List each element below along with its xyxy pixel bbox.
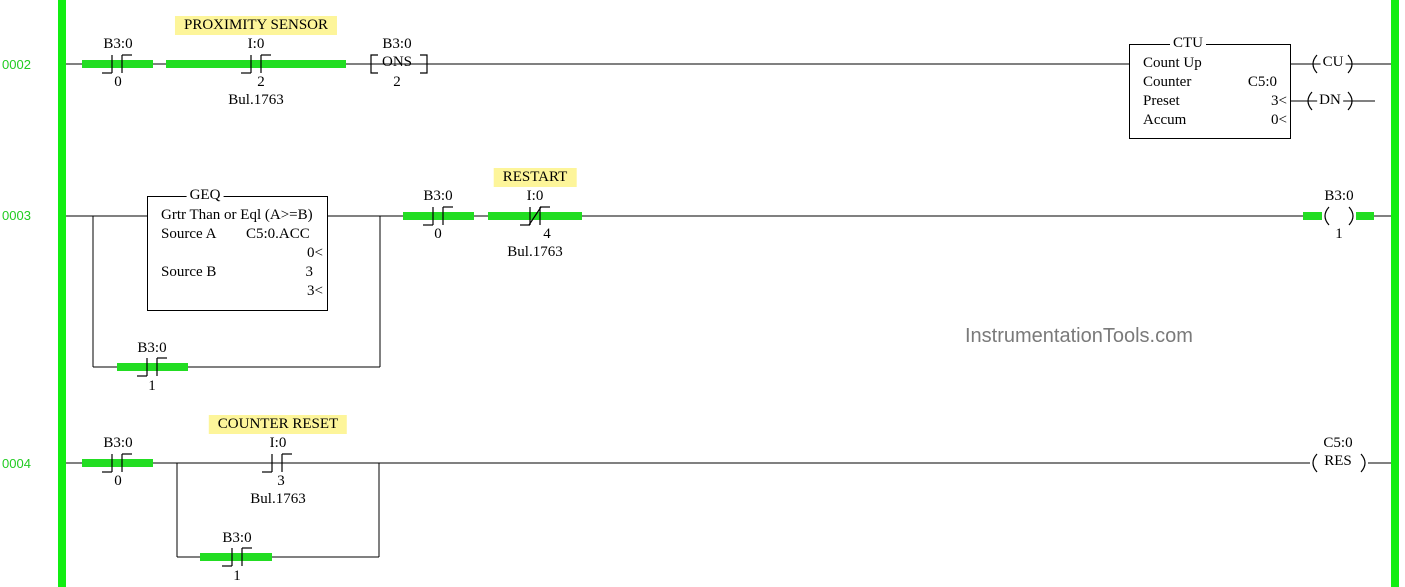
xic-counter-reset[interactable]: I:0 3 Bul.1763 — [240, 435, 316, 511]
module-label: Bul.1763 — [250, 491, 306, 507]
ote-b3-0-bit-1[interactable]: B3:0 1 — [1303, 188, 1375, 244]
rung-0003-contact-restart-slash — [528, 206, 542, 226]
instruction-bit: 2 — [257, 74, 265, 90]
ctu-instruction-block[interactable]: CTU Count Up Counter C5:0 Preset 3< Accu… — [1129, 35, 1291, 139]
instruction-bit: 1 — [233, 568, 241, 584]
rung-number-0002[interactable]: 0002 — [2, 57, 31, 72]
rung-0004-branch-energized-wire — [200, 553, 272, 561]
geq-source-b-value: 3 — [305, 264, 314, 280]
instruction-address: B3:0 — [103, 36, 133, 52]
ctu-preset-value: 3< — [1271, 93, 1287, 109]
rung-number-0003[interactable]: 0003 — [2, 208, 31, 223]
module-label: Bul.1763 — [507, 244, 563, 260]
instruction-address: I:0 — [269, 435, 287, 451]
xic-b3-0-bit-1-branch-rung-0004[interactable]: B3:0 1 — [200, 530, 272, 586]
xic-b3-0-bit-0-rung-0004[interactable]: B3:0 0 — [82, 435, 154, 491]
geq-source-a-live-value: 0< — [307, 245, 323, 261]
rung-0002-energized-wire-1 — [82, 60, 153, 68]
rung-number-0004[interactable]: 0004 — [2, 456, 31, 471]
ctu-title: CTU — [1170, 35, 1206, 52]
xic-b3-0-bit-0-rung-0003[interactable]: B3:0 0 — [403, 188, 475, 244]
rung-0002-dn-coil-left-arc — [1307, 91, 1313, 111]
instruction-bit: 4 — [543, 226, 551, 242]
address-comment-counter-reset: COUNTER RESET — [208, 415, 348, 434]
instruction-address: B3:0 — [382, 36, 412, 52]
rung-0002-ons-left-bracket — [370, 54, 378, 74]
rung-0003-coil-right-arc — [1348, 206, 1354, 226]
ctu-counter-value: C5:0 — [1247, 74, 1277, 90]
xic-b3-0-bit-1-branch-rung-0003[interactable]: B3:0 1 — [117, 340, 189, 396]
ctu-dn-output-label: DN — [1317, 92, 1343, 109]
xic-b3-0-bit-0-rung-0002[interactable]: B3:0 0 — [82, 36, 154, 92]
module-label: Bul.1763 — [228, 92, 284, 108]
instruction-address: B3:0 — [222, 530, 252, 546]
right-power-rail — [1391, 0, 1399, 587]
geq-description: Grtr Than or Eql (A>=B) — [161, 207, 313, 223]
ctu-accum-value: 0< — [1271, 112, 1287, 128]
ctu-accum-label: Accum — [1143, 112, 1187, 128]
geq-source-a-label: Source A — [161, 226, 217, 242]
instruction-bit: 3 — [277, 473, 285, 489]
xio-restart[interactable]: I:0 4 Bul.1763 — [488, 188, 584, 264]
instruction-bit: 0 — [114, 473, 122, 489]
rung-0004-res-coil-right-arc — [1360, 453, 1366, 473]
instruction-bit: 0 — [434, 226, 442, 242]
geq-source-a-value: C5:0.ACC — [246, 226, 310, 242]
geq-title: GEQ — [186, 187, 224, 204]
ons-label: ONS — [381, 54, 413, 70]
geq-instruction-block[interactable]: GEQ Grtr Than or Eql (A>=B) Source A C5:… — [147, 187, 328, 311]
rung-0002-energized-wire-2 — [166, 60, 346, 68]
address-comment-restart: RESTART — [493, 168, 577, 187]
rung-0002-ons-right-bracket — [420, 54, 428, 74]
instruction-address: B3:0 — [423, 188, 453, 204]
instruction-address: C5:0 — [1323, 435, 1353, 451]
instruction-bit: 2 — [393, 74, 401, 90]
rung-0004-energized-wire-1 — [82, 459, 153, 467]
rung-0003-energized-wire-1 — [403, 212, 474, 220]
xic-proximity-sensor[interactable]: I:0 2 Bul.1763 — [220, 36, 300, 112]
instruction-bit: 1 — [1335, 226, 1343, 242]
instruction-address: I:0 — [526, 188, 544, 204]
instruction-bit: 1 — [148, 378, 156, 394]
instruction-address: B3:0 — [1324, 188, 1354, 204]
rung-0002-cu-coil-left-arc — [1312, 54, 1318, 74]
instruction-bit: 0 — [114, 74, 122, 90]
ctu-description: Count Up — [1143, 55, 1202, 71]
rung-0003-coil-left-arc — [1324, 206, 1330, 226]
rung-0004-res-coil-left-arc — [1312, 453, 1318, 473]
rung-0002-dn-coil-right-arc — [1347, 91, 1353, 111]
geq-source-b-live-value: 3< — [307, 283, 323, 299]
ctu-cu-output-label: CU — [1320, 54, 1346, 71]
instruction-address: B3:0 — [103, 435, 133, 451]
ctu-counter-label: Counter — [1143, 74, 1192, 90]
address-comment-proximity-sensor: PROXIMITY SENSOR — [174, 16, 338, 35]
ons-instruction[interactable]: B3:0 ONS 2 — [366, 36, 428, 92]
instruction-address: I:0 — [247, 36, 265, 52]
res-label: RES — [1322, 453, 1354, 470]
ctu-preset-label: Preset — [1143, 93, 1180, 109]
geq-source-b-label: Source B — [161, 264, 217, 280]
res-c5-0[interactable]: C5:0 RES — [1305, 435, 1375, 475]
instruction-address: B3:0 — [137, 340, 167, 356]
left-power-rail — [58, 0, 66, 587]
rung-0003-branch-energized-wire — [117, 363, 188, 371]
watermark: InstrumentationTools.com — [965, 325, 1193, 347]
rung-0002-cu-coil-right-arc — [1347, 54, 1353, 74]
rung-0003-coil-body — [1322, 207, 1356, 225]
